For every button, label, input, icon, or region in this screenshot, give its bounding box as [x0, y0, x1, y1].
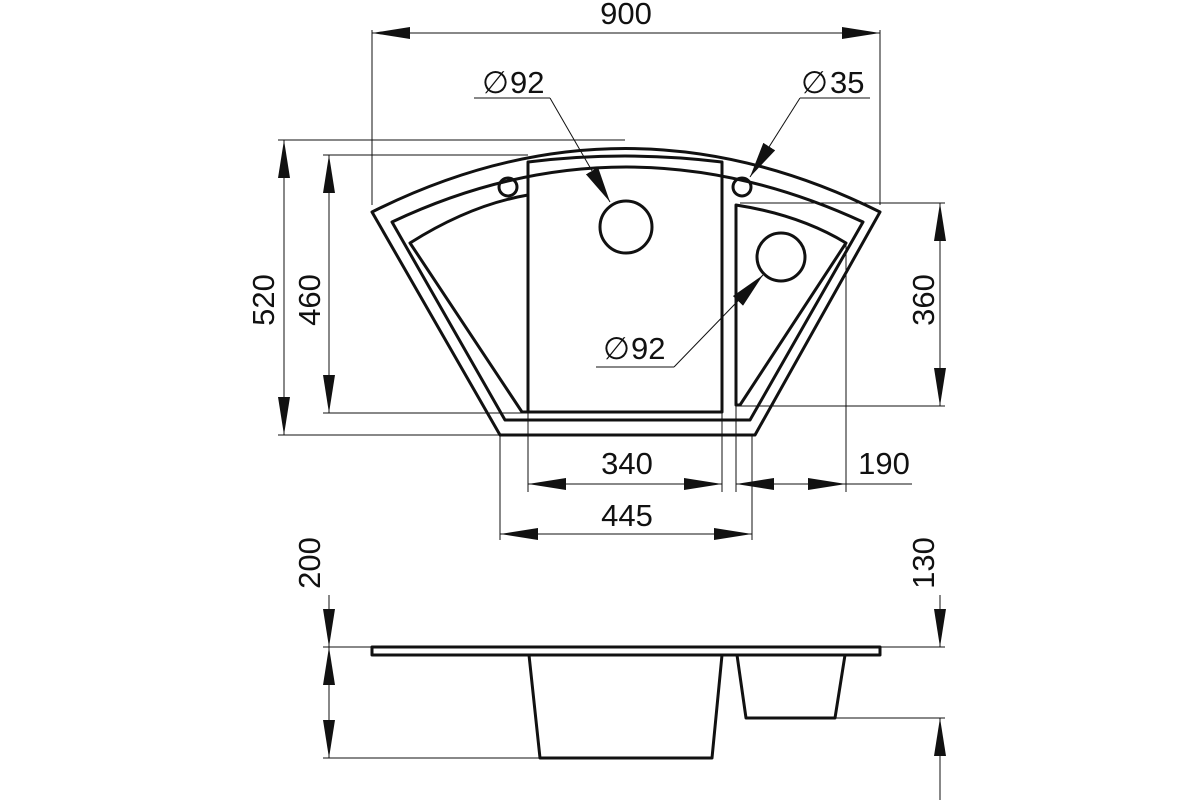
side-small-bowl [735, 653, 847, 720]
dim-front-width: 445 [601, 498, 653, 533]
tap-hole-left [497, 176, 519, 198]
main-bowl [526, 154, 724, 414]
tap-hole-right [731, 176, 753, 198]
svg-text:∅: ∅ [603, 331, 630, 366]
drain-hole-small [755, 231, 807, 283]
dim-overall-width: 900 [600, 0, 652, 31]
dim-total-height: 200 [292, 537, 327, 589]
dim-main-bowl-width: 340 [601, 446, 653, 481]
drain-hole-main [598, 199, 654, 255]
dim-small-bowl-width: 190 [858, 446, 910, 481]
label-drain-main: ∅ 92 [482, 65, 544, 100]
label-tap-hole: ∅ 35 [801, 65, 864, 100]
dim-bowl-depth-right: 360 [906, 274, 941, 326]
dim-bowl-depth-left: 460 [292, 274, 327, 326]
small-bowl [734, 203, 848, 407]
side-main-bowl [527, 653, 724, 760]
label-drain-small: ∅ 92 [603, 331, 665, 366]
svg-text:∅: ∅ [801, 65, 828, 100]
sink-inner-rim [390, 165, 865, 422]
svg-text:92: 92 [631, 331, 665, 366]
svg-text:∅: ∅ [482, 65, 509, 100]
sink-outer-outline [370, 147, 882, 437]
top-view: 900 520 460 360 340 190 445 [246, 0, 946, 540]
svg-text:92: 92 [510, 65, 544, 100]
dim-overall-depth: 520 [246, 274, 281, 326]
dim-small-bowl-height: 130 [906, 537, 941, 589]
svg-text:35: 35 [830, 65, 864, 100]
side-view: 200 130 [292, 537, 946, 800]
